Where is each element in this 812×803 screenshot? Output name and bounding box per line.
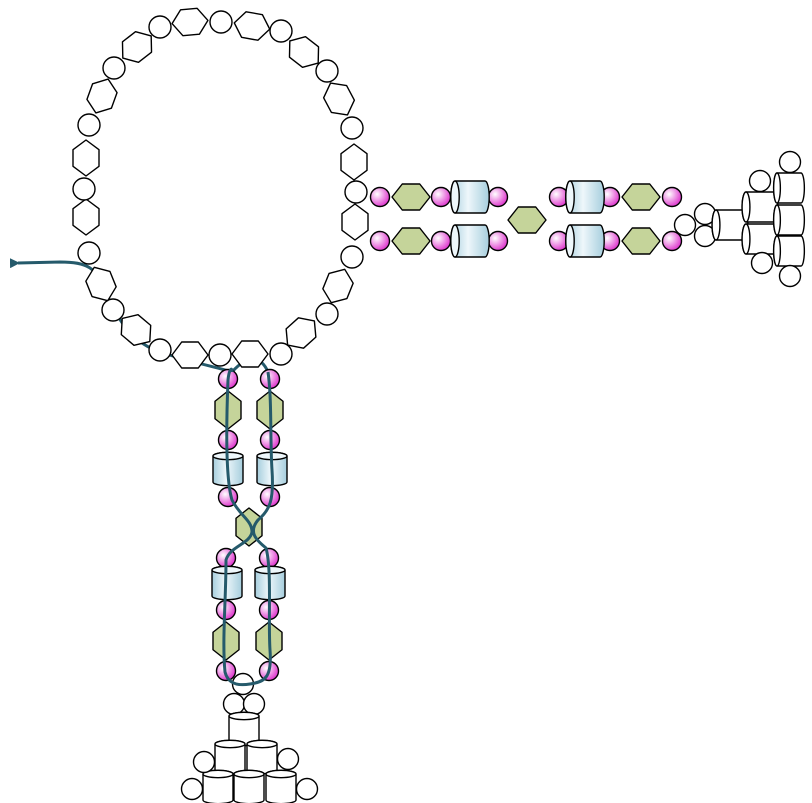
arm-bead-bottom <box>487 230 509 252</box>
arm-green-hexagon <box>621 183 661 211</box>
ring-circle <box>340 245 364 269</box>
strand-over-layer <box>222 367 274 687</box>
strand-path-stem <box>222 367 274 687</box>
arm-bead-top <box>661 186 683 208</box>
cylinder-end <box>265 769 297 779</box>
ring-circle <box>148 15 172 39</box>
arm-bead-bottom <box>661 230 683 252</box>
cap-cylinder <box>741 223 779 255</box>
cap-cylinder <box>711 209 749 241</box>
shapes-layer <box>72 7 806 803</box>
cap-circle <box>750 251 774 275</box>
arm-bead-bottom <box>430 230 452 252</box>
base-cylinder <box>246 739 278 775</box>
base-cylinder <box>233 769 265 803</box>
cap-cylinder <box>772 235 806 267</box>
ring-circle <box>148 338 172 362</box>
ring-circle <box>102 56 126 80</box>
ring-circle <box>209 10 233 34</box>
ring-circle <box>340 116 364 140</box>
arm-green-hexagon-bridge <box>507 206 547 234</box>
arm-blue-cylinder <box>450 224 490 258</box>
ring-circle <box>269 19 293 43</box>
cylinder-end <box>214 739 246 749</box>
stem-green-hexagon <box>212 621 240 661</box>
arm-blue-cylinder <box>450 180 490 214</box>
cap-cylinder <box>741 191 779 223</box>
arm-bead-bottom <box>369 230 391 252</box>
cylinder-end <box>772 172 782 204</box>
cylinder-end <box>711 209 721 241</box>
arm-green-hexagon <box>391 183 431 211</box>
ring-circle <box>315 59 339 83</box>
ring-hexagon <box>231 340 269 368</box>
cylinder-end <box>202 769 234 779</box>
ring-circle <box>72 177 96 201</box>
ring-circle <box>101 298 125 322</box>
ring-hexagon <box>72 198 100 236</box>
arm-bead-top <box>487 186 509 208</box>
ring-hexagon <box>86 78 118 114</box>
ring-hexagon <box>322 82 356 116</box>
ring-hexagon <box>171 7 209 37</box>
cap-circle <box>778 150 802 174</box>
arm-green-hexagon <box>621 227 661 255</box>
ring-hexagon <box>288 35 320 69</box>
arm-bead-top <box>369 186 391 208</box>
ring-hexagon <box>322 268 354 304</box>
base-circle <box>242 692 266 716</box>
cylinder-end <box>741 191 751 223</box>
ring-hexagon <box>341 203 369 241</box>
base-circle <box>222 692 246 716</box>
ring-hexagon <box>121 30 153 64</box>
base-cylinder <box>265 769 297 803</box>
cap-cylinder <box>772 172 806 204</box>
ring-hexagon <box>340 143 368 181</box>
base-circle <box>180 777 204 801</box>
cap-cylinder <box>772 204 806 236</box>
base-circle <box>295 777 319 801</box>
base-cylinder <box>214 739 246 775</box>
ring-hexagon <box>85 266 117 302</box>
ring-hexagon <box>72 139 100 177</box>
base-circle <box>192 750 216 774</box>
arm-blue-cylinder <box>565 224 605 258</box>
ring-circle <box>77 113 101 137</box>
cap-circle <box>748 169 772 193</box>
arm-bead-top <box>430 186 452 208</box>
cap-circle <box>778 264 802 288</box>
base-circle <box>276 747 300 771</box>
cylinder-end <box>233 769 265 779</box>
cylinder-end <box>741 223 751 255</box>
ring-circle <box>315 302 339 326</box>
base-cylinder <box>202 769 234 803</box>
cylinder-end <box>246 739 278 749</box>
cylinder-end <box>450 224 460 258</box>
cylinder-end <box>772 235 782 267</box>
cylinder-end <box>450 180 460 214</box>
ring-circle <box>77 241 101 265</box>
ring-circle <box>269 342 293 366</box>
cylinder-end <box>565 224 575 258</box>
ring-circle <box>208 343 232 367</box>
ring-circle <box>344 180 368 204</box>
cylinder-end <box>772 204 782 236</box>
ring-hexagon <box>233 11 271 41</box>
arm-blue-cylinder <box>565 180 605 214</box>
ring-hexagon <box>120 314 152 346</box>
cap-circle <box>673 213 697 237</box>
cylinder-end <box>228 711 260 721</box>
cylinder-end <box>565 180 575 214</box>
ring-hexagon <box>171 341 209 369</box>
arm-green-hexagon <box>391 227 431 255</box>
